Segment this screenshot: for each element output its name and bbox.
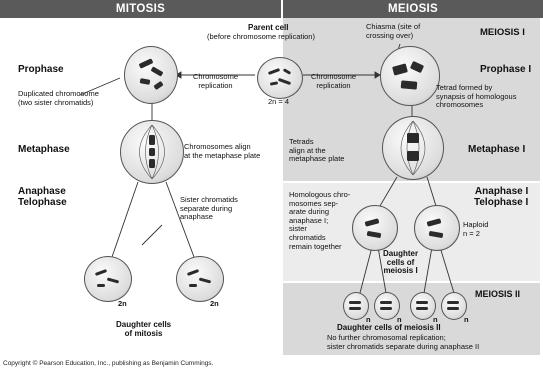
meiosis-prophase-cell: [380, 46, 440, 106]
sister-chromatids-separate-label: Sister chromatids separate during anapha…: [180, 195, 238, 222]
mitosis-header: MITOSIS: [0, 0, 281, 18]
meiosis-metaphase-cell: [382, 116, 444, 180]
daughter-chromosome: [189, 284, 197, 287]
daughter-chromosome: [186, 269, 200, 276]
tetrad: [400, 80, 418, 90]
meiosis-ii-daughter-cell: [343, 292, 369, 320]
no-further-replication-label: No further chromosomal replication; sist…: [327, 333, 480, 351]
meiosis-panel-lower: [283, 283, 540, 355]
meiosis-ii-daughter-cell: [410, 292, 436, 320]
parent-chromosome: [282, 68, 292, 75]
aligned-chromosome: [149, 135, 155, 145]
spindle-icon: [400, 120, 426, 176]
daughter-chromosome: [380, 307, 392, 310]
meiosis-ii-label: MEIOSIS II: [475, 289, 521, 299]
parent-chromosome: [277, 77, 292, 86]
meiosis-header: MEIOSIS: [283, 0, 543, 18]
stage-anaphase-telophase-i: Anaphase I Telophase I: [474, 186, 529, 208]
stage-metaphase-i: Metaphase I: [468, 144, 526, 155]
daughter-chromosome: [349, 307, 361, 310]
parent-chromosome: [267, 68, 281, 75]
daughter-chromosome: [106, 277, 120, 284]
copyright-notice: Copyright © Pearson Education, Inc., pub…: [3, 360, 214, 367]
n-label: n: [464, 315, 469, 324]
daughter-chromosome: [198, 277, 212, 284]
duplicated-chromosome: [150, 66, 164, 77]
meiosis-i-label: MEIOSIS I: [480, 27, 525, 38]
daughter-chromosome: [447, 301, 459, 304]
daughter-meiosis-ii-label: Daughter cells of meiosis II: [337, 323, 441, 332]
meiosis-i-daughter-cell: [414, 205, 460, 251]
meiosis-ii-daughter-cell: [374, 292, 400, 320]
stage-prophase-i: Prophase I: [480, 64, 532, 75]
daughter-chromosome: [447, 307, 459, 310]
homologous-separate-label: Homologous chro- mosomes sep- arate duri…: [289, 190, 351, 251]
tetrads-align-label: Tetrads align at the metaphase plate: [289, 137, 345, 164]
tetrad: [392, 63, 408, 76]
stage-metaphase: Metaphase: [18, 144, 70, 155]
meiosis-ii-daughter-cell: [441, 292, 467, 320]
chiasma-label: Chiasma (site of crossing over): [366, 22, 421, 40]
chromosomes-align-label: Chromosomes align at the metaphase plate: [184, 142, 261, 160]
chromosome-replication-left: Chromosome replication: [193, 72, 239, 90]
aligned-tetrad: [407, 151, 419, 161]
aligned-chromosome: [149, 148, 155, 156]
n-label: n: [397, 315, 402, 324]
mitosis-prophase-cell: [124, 46, 178, 104]
tetrad-label: Tetrad formed by synapsis of homologous …: [436, 83, 517, 110]
daughter-chromosome: [349, 301, 361, 304]
aligned-chromosome: [149, 159, 155, 168]
daughter-meiosis-i-label: Daughter cells of meiosis I: [383, 249, 419, 276]
two-n-label-a: 2n: [118, 299, 127, 308]
daughter-chromosome: [428, 230, 444, 239]
daughter-chromosome: [416, 307, 428, 310]
two-n-label-b: 2n: [210, 299, 219, 308]
chromosome-replication-right: Chromosome replication: [311, 72, 357, 90]
two-n-equals-four: 2n = 4: [268, 97, 290, 106]
daughter-chromosome: [416, 301, 428, 304]
duplicated-chromosome: [153, 80, 164, 91]
daughter-chromosome: [97, 284, 105, 287]
daughter-chromosome: [380, 301, 392, 304]
meiosis-i-daughter-cell: [352, 205, 398, 251]
daughter-chromosome: [366, 230, 382, 239]
n-label: n: [366, 315, 371, 324]
mitosis-daughter-cell: [176, 256, 224, 302]
duplicated-chromosome-label: Duplicated chromosome (two sister chroma…: [18, 89, 99, 107]
parent-chromosome: [269, 81, 279, 86]
parent-cell: [257, 57, 303, 99]
parent-cell-sublabel: (before chromosome replication): [207, 32, 315, 41]
mitosis-daughter-cell: [84, 256, 132, 302]
parent-cell-label: Parent cell: [248, 23, 289, 32]
n-label: n: [433, 315, 438, 324]
tetrad: [409, 60, 425, 74]
haploid-label: Haploid n = 2: [463, 220, 489, 238]
daughter-chromosome: [426, 218, 442, 227]
meiosis-panel-mid: [283, 183, 540, 281]
daughter-chromosome: [94, 269, 108, 276]
daughter-chromosome: [364, 218, 380, 227]
stage-prophase: Prophase: [18, 64, 64, 75]
daughter-mitosis-label: Daughter cells of mitosis: [116, 320, 172, 338]
stage-anaphase-telophase: Anaphase Telophase: [18, 186, 67, 208]
spindle-icon: [139, 124, 165, 180]
mitosis-metaphase-cell: [120, 120, 184, 184]
duplicated-chromosome: [139, 78, 151, 85]
aligned-tetrad: [407, 133, 419, 143]
